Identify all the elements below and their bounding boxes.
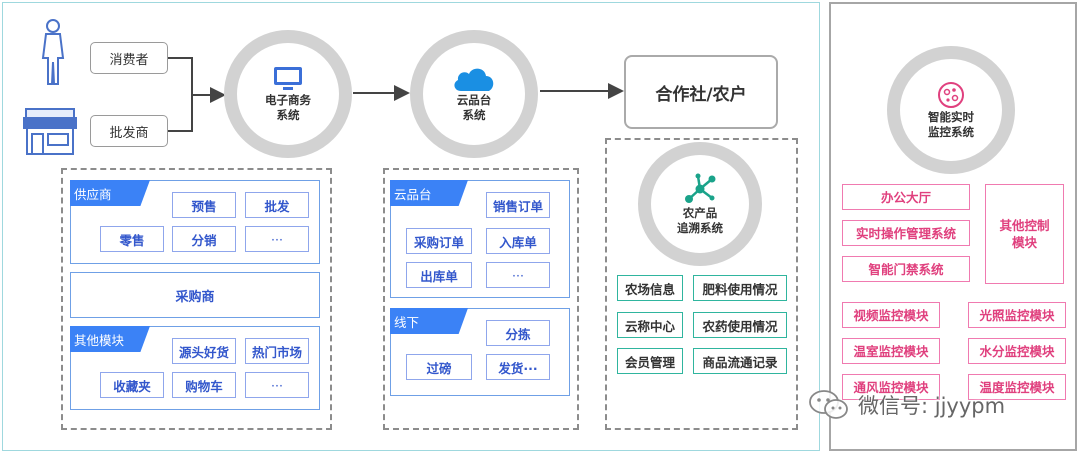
- light-monitor-item: 光照监控模块: [968, 302, 1066, 328]
- scale-center-item: 云称中心: [617, 312, 683, 338]
- outbound-order-item: 出库单: [406, 262, 472, 288]
- realtime-operation-item: 实时操作管理系统: [842, 220, 970, 246]
- other-more-item: ···: [245, 372, 309, 398]
- sorting-item: 分拣: [486, 320, 550, 346]
- ecommerce-label-1: 电子商务: [265, 93, 311, 107]
- traceability-label-1: 农产品: [682, 206, 718, 220]
- inbound-order-item: 入库单: [486, 228, 550, 254]
- yunpintai-modules-panel: [383, 168, 579, 430]
- access-control-item: 智能门禁系统: [842, 256, 970, 282]
- shipping-item: 发货···: [486, 354, 550, 380]
- cloud-icon: [454, 68, 494, 91]
- greenhouse-monitor-item: 温室监控模块: [842, 338, 940, 364]
- monitor-label-2: 监控系统: [928, 125, 974, 139]
- other-control-line-1: 其他控制: [999, 218, 1050, 233]
- traceability-panel: [605, 138, 798, 430]
- farm-info-item: 农场信息: [617, 275, 683, 301]
- person-icon: [41, 19, 65, 85]
- purchaser-section: 采购商: [70, 272, 320, 318]
- wholesaler-connector: [168, 95, 193, 132]
- wholesaler-label: 批发商: [90, 115, 168, 147]
- ventilation-monitor-item: 通风监控模块: [842, 374, 940, 400]
- watermark-text: 微信号: jjyypm: [858, 394, 1006, 418]
- cart-item: 购物车: [172, 372, 236, 398]
- yunpintai-label-2: 系统: [462, 108, 486, 122]
- pesticide-usage-item: 农药使用情况: [693, 312, 787, 338]
- wechat-icon: [809, 390, 848, 419]
- fertilizer-usage-item: 肥料使用情况: [693, 275, 787, 301]
- retail-item: 零售: [100, 226, 164, 252]
- offline-header: 线下: [390, 308, 468, 334]
- cloud-more-item: ···: [486, 262, 550, 288]
- weighing-item: 过磅: [406, 354, 472, 380]
- monitor-frame: [829, 2, 1077, 451]
- petri-dish-icon: [938, 82, 964, 108]
- cloud-platform-header: 云品台: [390, 180, 468, 206]
- shop-icon: [23, 108, 77, 155]
- wechat-watermark: 微信号: jjyypm: [808, 386, 1070, 424]
- ecommerce-label-2: 系统: [276, 108, 300, 122]
- distribution-item: 分销: [172, 226, 236, 252]
- wholesale-item: 批发: [245, 192, 309, 218]
- coop-farmer-node: 合作社/农户: [624, 55, 778, 129]
- supplier-header: 供应商: [70, 180, 150, 206]
- source-goods-item: 源头好货: [172, 338, 236, 364]
- temperature-monitor-item: 温度监控模块: [968, 374, 1066, 400]
- traceability-system-node: 农产品 追溯系统: [638, 142, 762, 266]
- member-management-item: 会员管理: [617, 348, 683, 374]
- other-control-module-item: 其他控制 模块: [985, 184, 1064, 284]
- molecule-icon: [685, 173, 716, 203]
- yunpintai-system-node: 云品台 系统: [410, 30, 538, 158]
- main-frame: [2, 2, 820, 451]
- hot-market-item: 热门市场: [245, 338, 309, 364]
- traceability-label-2: 追溯系统: [677, 221, 723, 235]
- other-control-line-2: 模块: [1011, 235, 1037, 250]
- yunpintai-label-1: 云品台: [456, 93, 492, 107]
- video-monitor-item: 视频监控模块: [842, 302, 940, 328]
- sales-order-item: 销售订单: [486, 192, 550, 218]
- supplier-more-item: ···: [245, 226, 309, 252]
- ecommerce-modules-panel: [61, 168, 332, 430]
- office-hall-item: 办公大厅: [842, 184, 970, 210]
- purchase-order-item: 采购订单: [406, 228, 472, 254]
- monitor-label-1: 智能实时: [928, 110, 974, 124]
- ecommerce-system-node: 电子商务 系统: [224, 30, 352, 158]
- other-modules-header: 其他模块: [70, 326, 150, 352]
- favorites-item: 收藏夹: [100, 372, 164, 398]
- presale-item: 预售: [172, 192, 236, 218]
- goods-circulation-item: 商品流通记录: [693, 348, 787, 374]
- monitor-icon: [274, 67, 302, 90]
- monitor-system-node: 智能实时 监控系统: [887, 46, 1015, 174]
- moisture-monitor-item: 水分监控模块: [968, 338, 1066, 364]
- consumer-connector: [168, 57, 193, 95]
- consumer-label: 消费者: [90, 42, 168, 74]
